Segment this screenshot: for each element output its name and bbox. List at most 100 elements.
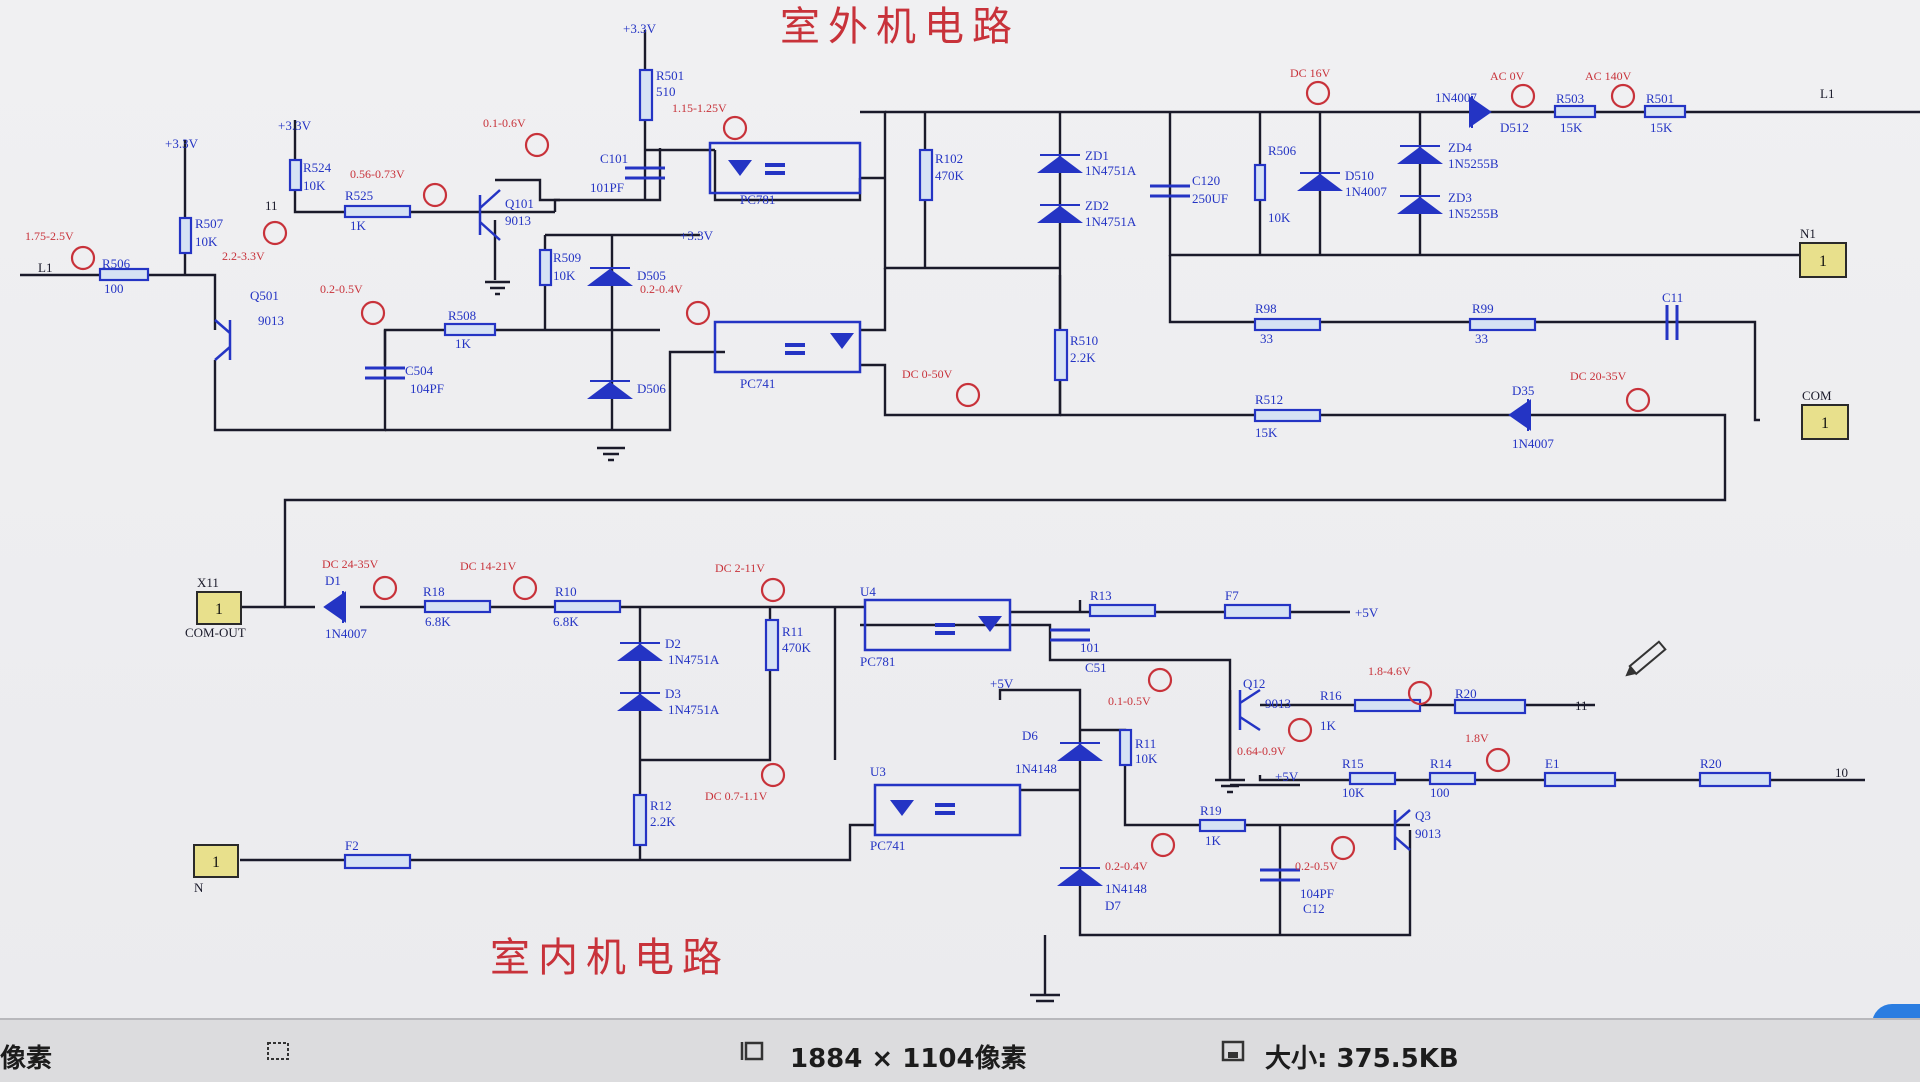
- label-r13: R13: [1090, 588, 1112, 603]
- connector-label-comout: COM-OUT: [185, 625, 246, 640]
- label-zd4: ZD4: [1448, 140, 1472, 155]
- label-r15-val: 10K: [1342, 785, 1365, 800]
- test-points: [70, 80, 1651, 861]
- label-r20b: R20: [1700, 756, 1722, 771]
- pin-label-l3: 11: [1575, 698, 1588, 713]
- label-r98-val: 33: [1260, 331, 1273, 346]
- label-r510-val: 2.2K: [1070, 350, 1096, 365]
- label-d6-val: 1N4148: [1015, 761, 1057, 776]
- svg-text:1: 1: [1819, 253, 1827, 270]
- label-r10-val: 6.8K: [553, 614, 579, 629]
- label-u3-val: PC741: [870, 838, 905, 853]
- label-zd3: ZD3: [1448, 190, 1472, 205]
- ground-symbols: [485, 280, 1245, 1003]
- connector-n[interactable]: [193, 844, 239, 878]
- label-d6: D6: [1022, 728, 1038, 743]
- label-d512: D512: [1500, 120, 1529, 135]
- label-r14: R14: [1430, 756, 1452, 771]
- pin-label-l4: 10: [1835, 765, 1848, 780]
- label-r512-val: 15K: [1255, 425, 1278, 440]
- label-r524: R524: [303, 160, 332, 175]
- diodes: [323, 96, 1531, 886]
- label-r512: R512: [1255, 392, 1283, 407]
- label-r14-val: 100: [1430, 785, 1450, 800]
- label-zd4-val: 1N5255B: [1448, 156, 1499, 171]
- connector-x11[interactable]: [196, 591, 242, 625]
- label-c120-val: 250UF: [1192, 191, 1228, 206]
- voltage-v5: 1.15-1.25V: [672, 101, 727, 115]
- label-r508-val: 1K: [455, 336, 472, 351]
- connector-com[interactable]: [1801, 404, 1849, 440]
- label-r507-val: 10K: [195, 234, 218, 249]
- status-left-text: 像素: [0, 1044, 53, 1074]
- voltage-v3: 0.56-0.73V: [350, 167, 405, 181]
- label-d35-val: 1N4007: [1512, 436, 1554, 451]
- connector-n1[interactable]: [1799, 242, 1847, 278]
- label-c51: C51: [1085, 660, 1107, 675]
- label-r11-val: 470K: [782, 640, 812, 655]
- pin-label-l5: 11: [265, 198, 278, 213]
- voltage-labels: 1.75-2.5V 2.2-3.3V 0.56-0.73V 0.1-0.6V 1…: [25, 66, 1632, 873]
- label-r506b-val: 10K: [1268, 210, 1291, 225]
- supply-3v3-b: +3.3V: [278, 118, 312, 133]
- label-zd1-val: 1N4751A: [1085, 163, 1137, 178]
- label-r16-val: 1K: [1320, 718, 1337, 733]
- label-r19: R19: [1200, 803, 1222, 818]
- svg-text:1: 1: [1821, 415, 1829, 432]
- label-r11b: R11: [1135, 736, 1156, 751]
- label-r11: R11: [782, 624, 803, 639]
- label-r509-val: 10K: [553, 268, 576, 283]
- label-c101-val: 101PF: [590, 180, 624, 195]
- label-u4-val: PC781: [860, 654, 895, 669]
- voltage-v16: DC 0.7-1.1V: [705, 789, 768, 803]
- label-c51-val: 101: [1080, 640, 1100, 655]
- indoor-circuit-title: 室内机电路: [490, 935, 730, 981]
- optocouplers: [708, 141, 1022, 837]
- label-q12: Q12: [1243, 676, 1265, 691]
- label-d2: D2: [665, 636, 681, 651]
- connector-label-n: N: [194, 880, 204, 895]
- connectors: 1 1 1 1: [193, 242, 1849, 878]
- voltage-v4: 0.1-0.6V: [483, 116, 526, 130]
- capacitors: [365, 166, 1679, 882]
- label-d7-val: 1N4148: [1105, 881, 1147, 896]
- label-c504-val: 104PF: [410, 381, 444, 396]
- label-f2: F2: [345, 838, 359, 853]
- voltage-v19: 0.64-0.9V: [1237, 744, 1286, 758]
- label-q101-val: 9013: [505, 213, 531, 228]
- label-r11b-val: 10K: [1135, 751, 1158, 766]
- label-r12: R12: [650, 798, 672, 813]
- label-d35: D35: [1512, 383, 1534, 398]
- outdoor-circuit-title: 室外机电路: [780, 4, 1020, 50]
- voltage-v20: 0.2-0.4V: [1105, 859, 1148, 873]
- label-zd2-val: 1N4751A: [1085, 214, 1137, 229]
- label-r98: R98: [1255, 301, 1277, 316]
- label-r506b: R506: [1268, 143, 1297, 158]
- label-zd2: ZD2: [1085, 198, 1109, 213]
- resistors-vertical: [178, 68, 1267, 847]
- label-zd3-val: 1N5255B: [1448, 206, 1499, 221]
- label-r510: R510: [1070, 333, 1098, 348]
- voltage-v7: 0.2-0.4V: [640, 282, 683, 296]
- label-r525: R525: [345, 188, 373, 203]
- label-r506: R506: [102, 256, 131, 271]
- label-r102-val: 470K: [935, 168, 965, 183]
- voltage-v11: AC 140V: [1585, 69, 1632, 83]
- label-r509: R509: [553, 250, 581, 265]
- selection-icon[interactable]: [265, 1040, 291, 1062]
- supply-5v-a: +5V: [1355, 605, 1379, 620]
- label-c504: C504: [405, 363, 434, 378]
- label-c11: C11: [1662, 290, 1683, 305]
- voltage-v22: 1.8V: [1465, 731, 1489, 745]
- label-r12-val: 2.2K: [650, 814, 676, 829]
- label-q501: Q501: [250, 288, 279, 303]
- image-dimensions: 1884 × 1104像素: [790, 1044, 1027, 1074]
- label-r503: R503: [1556, 91, 1584, 106]
- voltage-v15: DC 2-11V: [715, 561, 765, 575]
- opto-arrows: [728, 160, 1002, 816]
- label-r501: R501: [656, 68, 684, 83]
- supply-labels: +3.3V +3.3V +3.3V +3.3V +5V +5V +5V: [165, 21, 1379, 784]
- label-u3: U3: [870, 764, 886, 779]
- label-r501-val: 510: [656, 84, 676, 99]
- label-d3-val: 1N4751A: [668, 702, 720, 717]
